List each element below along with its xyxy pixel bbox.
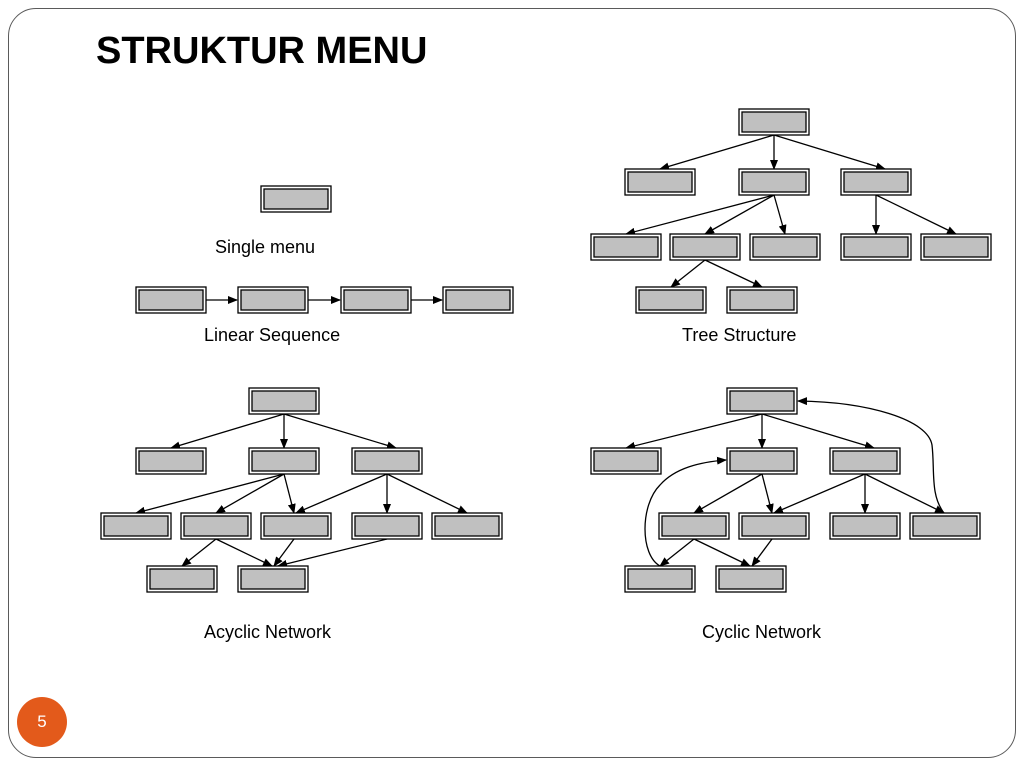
cyclic-edge-9 xyxy=(659,538,695,567)
caption-linear-sequence: Linear Sequence xyxy=(204,325,341,345)
acyclic-edge-12 xyxy=(273,538,295,567)
acyclic-edge-10 xyxy=(181,538,217,567)
linear-box-1 xyxy=(135,286,207,314)
linear-box-2 xyxy=(237,286,309,314)
acyclic-l1-b xyxy=(248,447,320,475)
cyclic-edge-3 xyxy=(761,413,875,450)
acyclic-l2-a xyxy=(100,512,172,540)
tree-edge-1 xyxy=(659,134,775,171)
tree-edge-3 xyxy=(773,134,886,171)
tree-l2-c xyxy=(749,233,821,261)
acyclic-root xyxy=(248,387,320,415)
caption-cyclic-network: Cyclic Network xyxy=(702,622,822,642)
acyclic-edge-11 xyxy=(215,538,273,567)
acyclic-edge-13 xyxy=(277,538,388,568)
cyclic-edge-5 xyxy=(761,473,774,514)
acyclic-edge-4 xyxy=(135,473,285,515)
linear-box-3 xyxy=(340,286,412,314)
acyclic-l1-c xyxy=(351,447,423,475)
tree-l3-a xyxy=(635,286,707,314)
cyclic-l2-a xyxy=(658,512,730,540)
caption-tree-structure: Tree Structure xyxy=(682,325,797,345)
single-menu-box xyxy=(260,185,332,213)
tree-l3-b xyxy=(726,286,798,314)
tree-edge-4 xyxy=(625,194,775,236)
acyclic-l2-b xyxy=(180,512,252,540)
cyclic-l1-b xyxy=(726,447,798,475)
cyclic-edge-8 xyxy=(864,473,945,514)
cyclic-edge-6 xyxy=(773,473,866,514)
cyclic-edge-11 xyxy=(751,538,773,567)
tree-edge-6 xyxy=(773,194,787,235)
acyclic-l2-c xyxy=(260,512,332,540)
tree-edge-10 xyxy=(704,259,763,288)
tree-l2-b xyxy=(669,233,741,261)
cyclic-edge-10 xyxy=(693,538,751,567)
acyclic-edge-7 xyxy=(295,473,388,514)
slide-title: STRUKTUR MENU xyxy=(96,30,428,72)
acyclic-edge-9 xyxy=(386,473,468,514)
tree-root xyxy=(738,108,810,136)
acyclic-edge-3 xyxy=(283,413,397,450)
cyclic-root xyxy=(726,387,798,415)
acyclic-edge-1 xyxy=(170,413,285,450)
acyclic-l3-b xyxy=(237,565,309,593)
acyclic-l2-e xyxy=(431,512,503,540)
cyclic-edge-4 xyxy=(693,473,763,514)
cyclic-edge-1 xyxy=(625,413,763,450)
acyclic-l1-a xyxy=(135,447,207,475)
tree-l1-b xyxy=(738,168,810,196)
caption-single-menu: Single menu xyxy=(215,237,316,257)
cyclic-l2-b xyxy=(738,512,810,540)
tree-edge-9 xyxy=(670,259,706,288)
cyclic-l3-b xyxy=(715,565,787,593)
tree-l1-a xyxy=(624,168,696,196)
acyclic-l2-d xyxy=(351,512,423,540)
slide-frame xyxy=(8,8,1016,758)
tree-l1-c xyxy=(840,168,912,196)
tree-edge-8 xyxy=(875,194,957,235)
cyclic-l2-c xyxy=(829,512,901,540)
cyclic-back-edge-1 xyxy=(644,456,727,567)
tree-l2-a xyxy=(590,233,662,261)
caption-acyclic-network: Acyclic Network xyxy=(204,622,332,642)
acyclic-edge-5 xyxy=(215,473,285,514)
cyclic-back-edge-2 xyxy=(797,397,945,514)
cyclic-l2-d xyxy=(909,512,981,540)
linear-box-4 xyxy=(442,286,514,314)
page-number-badge: 5 xyxy=(17,697,67,747)
acyclic-l3-a xyxy=(146,565,218,593)
acyclic-edge-6 xyxy=(283,473,296,514)
cyclic-l3-a xyxy=(624,565,696,593)
tree-l2-e xyxy=(920,233,992,261)
cyclic-l1-a xyxy=(590,447,662,475)
page-number: 5 xyxy=(37,712,47,731)
tree-edge-5 xyxy=(704,194,775,235)
cyclic-l1-c xyxy=(829,447,901,475)
tree-l2-d xyxy=(840,233,912,261)
